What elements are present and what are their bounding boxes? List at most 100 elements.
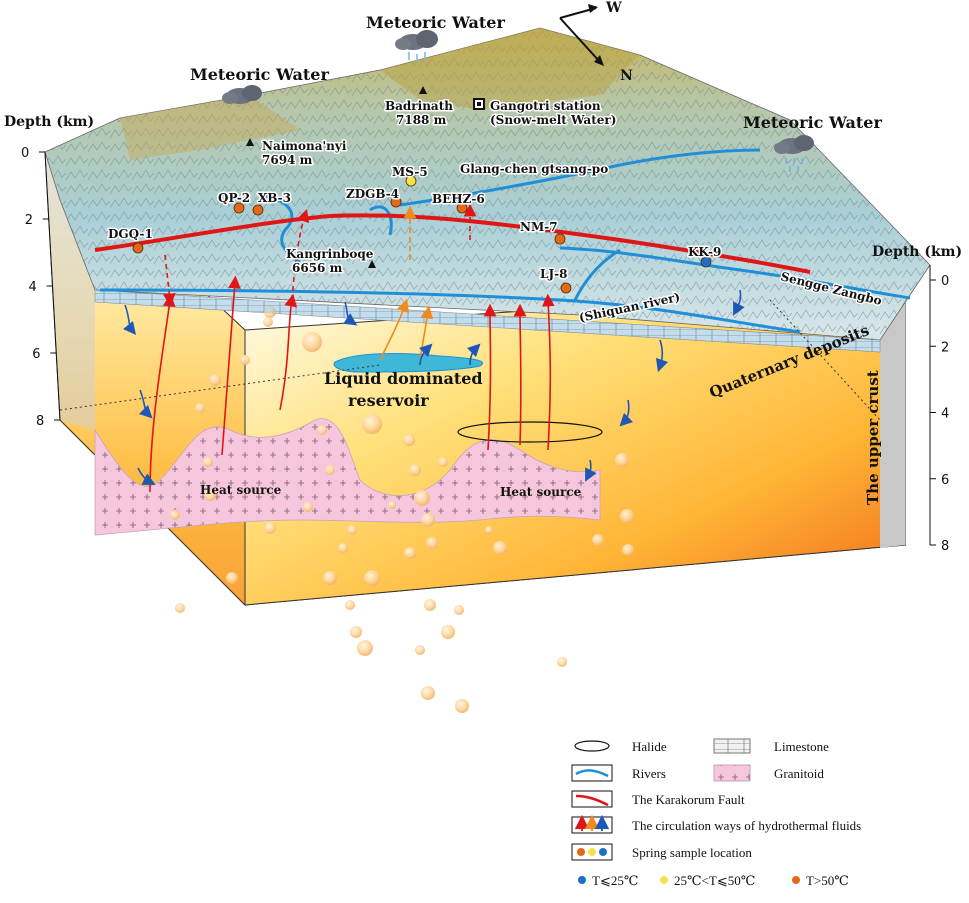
meteoric-water-right-label: Meteoric Water xyxy=(743,113,882,132)
river-glang-label: Glang-chen gtsang-po xyxy=(460,162,608,176)
thermal-bubble xyxy=(209,374,221,386)
meteoric-water-left-label: Meteoric Water xyxy=(190,65,329,84)
thermal-bubble xyxy=(347,525,357,535)
thermal-bubble xyxy=(421,686,435,700)
halide-lens xyxy=(457,421,603,443)
thermal-bubble xyxy=(414,490,430,506)
reservoir-label-line2: reservoir xyxy=(348,391,429,410)
legend-halide-label: Halide xyxy=(632,739,667,754)
spring-label-ms-5: MS-5 xyxy=(392,165,428,179)
spring-label-nm-7: NM-7 xyxy=(520,220,558,234)
legend-circulation-label: The circulation ways of hydrothermal flu… xyxy=(632,818,861,833)
heat-source-right-label: Heat source xyxy=(500,485,582,499)
thermal-bubble xyxy=(264,522,276,534)
spring-label-xb-3: XB-3 xyxy=(258,191,291,205)
thermal-bubble xyxy=(350,626,362,638)
river-shiquan xyxy=(99,288,801,334)
spring-label-qp-2: QP-2 xyxy=(218,191,250,205)
right-depth-tick-label: 2 xyxy=(941,340,949,355)
circulation-arrow xyxy=(418,343,433,366)
right-depth-tick-label: 8 xyxy=(941,539,949,554)
thermal-bubble xyxy=(455,699,469,713)
thermal-bubble xyxy=(263,317,273,327)
thermal-bubble xyxy=(345,600,355,610)
thermal-bubble xyxy=(615,453,629,467)
peak-badrinath-icon xyxy=(419,86,427,94)
legend-temp-mid-label: 25℃<T⩽50℃ xyxy=(674,873,755,888)
legend-temp-high-label: T>50℃ xyxy=(806,873,849,888)
thermal-bubble xyxy=(338,543,348,553)
river-lines xyxy=(99,148,911,334)
spring-label-lj-8: LJ-8 xyxy=(540,267,567,281)
thermal-bubble xyxy=(303,502,313,512)
circulation-arrow xyxy=(291,208,310,301)
thermal-bubble xyxy=(317,425,327,435)
legend-rivers-label: Rivers xyxy=(632,766,666,781)
thermal-bubble xyxy=(302,332,322,352)
thermal-bubble xyxy=(622,544,634,556)
spring-marker-xb-3 xyxy=(252,204,264,216)
thermal-bubble xyxy=(226,572,238,584)
circulation-arrow xyxy=(619,399,634,427)
circulation-arrow xyxy=(513,303,527,446)
spring-marker-kk-9 xyxy=(700,256,712,268)
peak-badrinath-elev: 7188 m xyxy=(396,113,447,127)
thermal-bubble xyxy=(485,526,493,534)
river-branch-west xyxy=(259,193,301,264)
heat-source-left-label: Heat source xyxy=(200,483,282,497)
station-name: Gangotri station xyxy=(490,99,601,113)
peak-badrinath: Badrinath 7188 m xyxy=(384,86,455,129)
thermal-bubble xyxy=(441,625,455,639)
circulation-arrow xyxy=(379,298,410,361)
left-depth-tick-label: 2 xyxy=(25,213,33,228)
thermal-bubble xyxy=(620,509,634,523)
thermal-bubble xyxy=(426,537,438,549)
legend-spring-dot-warm xyxy=(588,848,596,856)
right-depth-title: Depth (km) xyxy=(872,244,962,260)
thermal-bubble xyxy=(204,489,216,501)
peak-kangrinboqe-name: Kangrinboqe xyxy=(286,247,374,261)
legend-temp-mid-dot xyxy=(660,876,668,884)
legend-fault-swatch xyxy=(575,794,609,807)
circulation-arrow xyxy=(149,293,176,493)
cloud-left xyxy=(222,85,262,104)
spring-label-dgq-1: DGQ-1 xyxy=(108,227,153,241)
upper-crust-label: The upper crust xyxy=(864,370,882,505)
meteoric-water-center-label: Meteoric Water xyxy=(366,13,505,32)
circulation-arrow xyxy=(123,304,136,336)
thermal-bubble xyxy=(195,403,205,413)
circulation-arrow xyxy=(162,254,176,307)
thermal-bubble xyxy=(404,547,416,559)
gangotri-station: Gangotri station (Snow-melt Water) xyxy=(473,98,618,129)
spring-label-behz-6: BEHZ-6 xyxy=(432,192,485,206)
circulation-arrow xyxy=(343,301,358,326)
left-depth-tick-label: 4 xyxy=(29,280,37,295)
compass: W N xyxy=(559,0,633,84)
thermal-bubble xyxy=(323,571,337,585)
legend-limestone-label: Limestone xyxy=(774,739,829,754)
legend-halide-swatch xyxy=(574,740,610,752)
peak-naimona-name: Naimona'nyi xyxy=(262,139,347,153)
thermal-bubble xyxy=(264,306,276,318)
river-glang xyxy=(399,148,761,207)
thermal-bubble xyxy=(424,599,436,611)
spring-marker-nm-7 xyxy=(554,233,566,245)
thermal-bubble xyxy=(170,510,180,520)
spring-label-zdgb-4: ZDGB-4 xyxy=(346,187,399,201)
cloud-center xyxy=(395,30,438,62)
legend-granitoid-swatch xyxy=(713,764,751,782)
legend-temp-low-label: T⩽25℃ xyxy=(592,873,638,888)
spring-marker-behz-6 xyxy=(456,202,468,214)
circulation-arrow xyxy=(137,467,156,485)
left-depth-tick-label: 6 xyxy=(32,347,40,362)
legend-limestone-swatch xyxy=(713,738,751,754)
circulation-arrow xyxy=(733,289,745,316)
right-depth-tick-label: 0 xyxy=(941,274,949,289)
legend-granitoid-label: Granitoid xyxy=(774,766,824,781)
left-depth-title: Depth (km) xyxy=(4,114,94,130)
legend-spring-dot-cold xyxy=(599,848,607,856)
thermal-bubble xyxy=(415,645,425,655)
peak-naimona: Naimona'nyi 7694 m xyxy=(246,138,348,169)
